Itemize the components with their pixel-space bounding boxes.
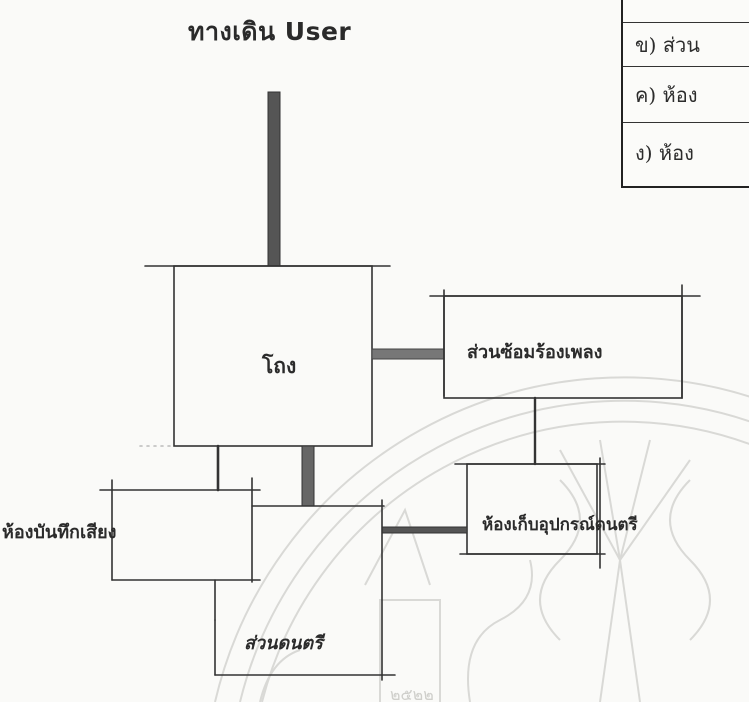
instrument-storage-label: ห้องเก็บอุปกรณ์ดนตรี: [482, 515, 638, 535]
entry-corridor: [267, 91, 281, 267]
legend-table: ข) ส่วน ค) ห้อง ง) ห้อง: [621, 0, 749, 188]
lobby-music-corridor: [301, 445, 315, 507]
lobby-rehearsal-corridor: [371, 348, 445, 360]
diagram-title: ทางเดิน User: [188, 17, 352, 46]
recording-room-label: ห้องบันทึกเสียง: [2, 522, 117, 543]
table-row: ข) ส่วน: [623, 22, 749, 66]
storage-box: [466, 463, 598, 555]
seal-number-text: ๒๕๒๒: [390, 685, 434, 702]
lobby-label: โถง: [262, 354, 297, 378]
music-area-label: ส่วนดนตรี: [244, 633, 323, 654]
table-row: ค) ห้อง: [623, 66, 749, 122]
table-row: ง) ห้อง: [623, 122, 749, 184]
rehearsal-label: ส่วนซ้อมร้องเพลง: [467, 342, 603, 363]
